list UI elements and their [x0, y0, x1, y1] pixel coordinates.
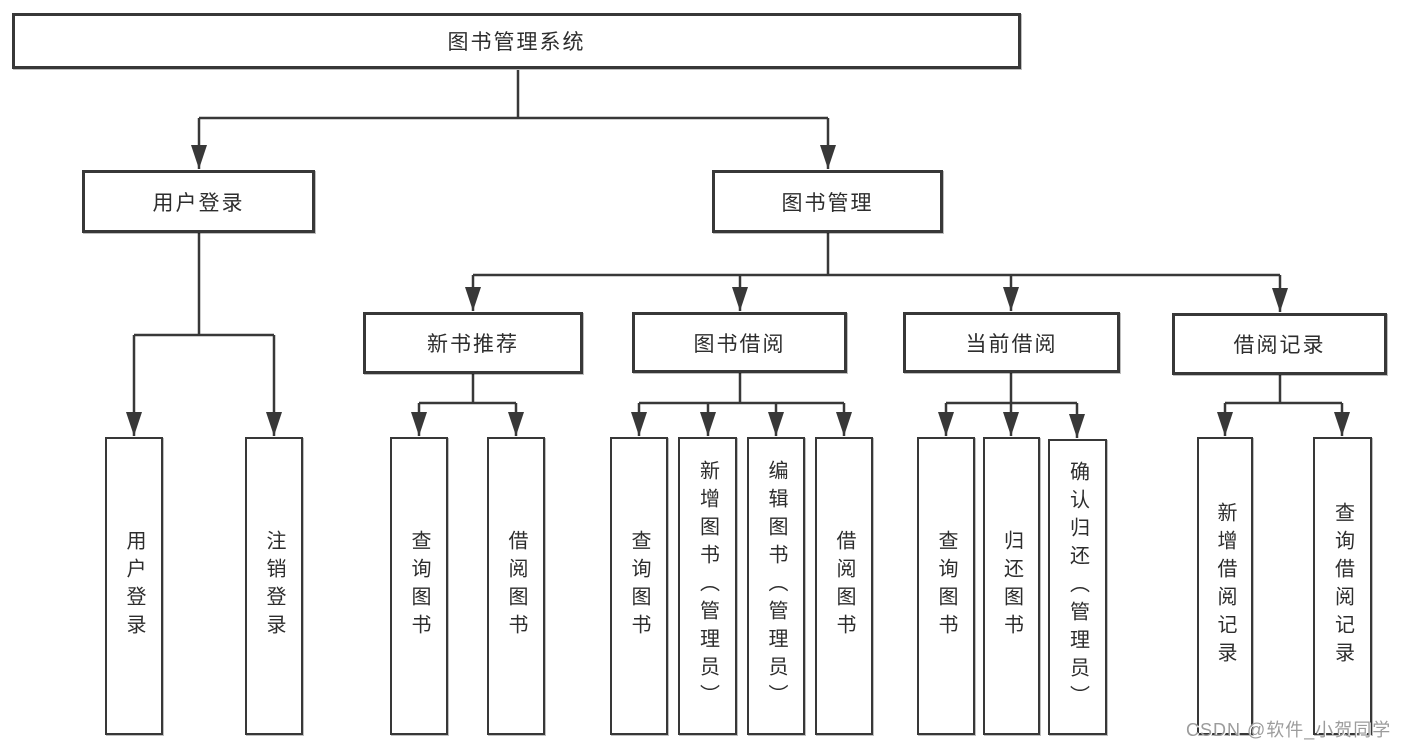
node-book-management-branch: 图书管理: [712, 170, 943, 233]
node-label: 借阅图书: [833, 530, 855, 642]
node-label: 借阅图书: [505, 530, 527, 642]
node-label: 归还图书: [1000, 530, 1023, 642]
node-label: 查询图书: [935, 530, 957, 642]
leaf-user-login: 用户登录: [105, 437, 163, 735]
leaf-edit-book-admin: 编辑图书（管理员）: [747, 437, 805, 735]
node-current-borrowing: 当前借阅: [903, 312, 1120, 373]
node-book-borrowing: 图书借阅: [632, 312, 847, 373]
node-label: 用户登录: [123, 530, 145, 642]
leaf-query-books-current: 查询图书: [917, 437, 975, 735]
node-user-login-branch: 用户登录: [82, 170, 315, 233]
leaf-add-book-admin: 新增图书（管理员）: [678, 437, 737, 735]
node-label: 新书推荐: [427, 333, 519, 356]
node-label: 图书管理: [781, 191, 874, 215]
leaf-borrow-books-borrow: 借阅图书: [815, 437, 873, 735]
leaf-query-books-borrow: 查询图书: [610, 437, 668, 735]
node-label: 当前借阅: [965, 332, 1058, 356]
node-label: 查询借阅记录: [1331, 502, 1354, 670]
leaf-return-books: 归还图书: [983, 437, 1040, 735]
node-label: 查询图书: [628, 530, 650, 642]
node-label: 新增图书（管理员）: [696, 460, 719, 712]
node-label: 图书借阅: [693, 332, 786, 356]
node-borrowing-records: 借阅记录: [1172, 313, 1387, 375]
leaf-query-borrow-record: 查询借阅记录: [1313, 437, 1372, 735]
node-label: 借阅记录: [1233, 334, 1326, 357]
node-new-book-recommend: 新书推荐: [363, 312, 583, 374]
node-library-management-system: 图书管理系统: [12, 13, 1021, 69]
leaf-confirm-return-admin: 确认归还（管理员）: [1048, 439, 1107, 735]
leaf-add-borrow-record: 新增借阅记录: [1197, 437, 1253, 735]
csdn-watermark: CSDN @软件_小贺同学: [1186, 720, 1392, 740]
leaf-borrow-books-recommend: 借阅图书: [487, 437, 545, 735]
leaf-logout: 注销登录: [245, 437, 303, 735]
node-label: 确认归还（管理员）: [1066, 461, 1089, 713]
node-label: 查询图书: [408, 530, 430, 642]
node-label: 编辑图书（管理员）: [765, 460, 787, 712]
node-label: 新增借阅记录: [1214, 502, 1236, 670]
node-label: 用户登录: [152, 191, 245, 215]
node-label: 注销登录: [263, 530, 285, 642]
leaf-query-books-recommend: 查询图书: [390, 437, 448, 735]
node-label: 图书管理系统: [447, 31, 586, 54]
